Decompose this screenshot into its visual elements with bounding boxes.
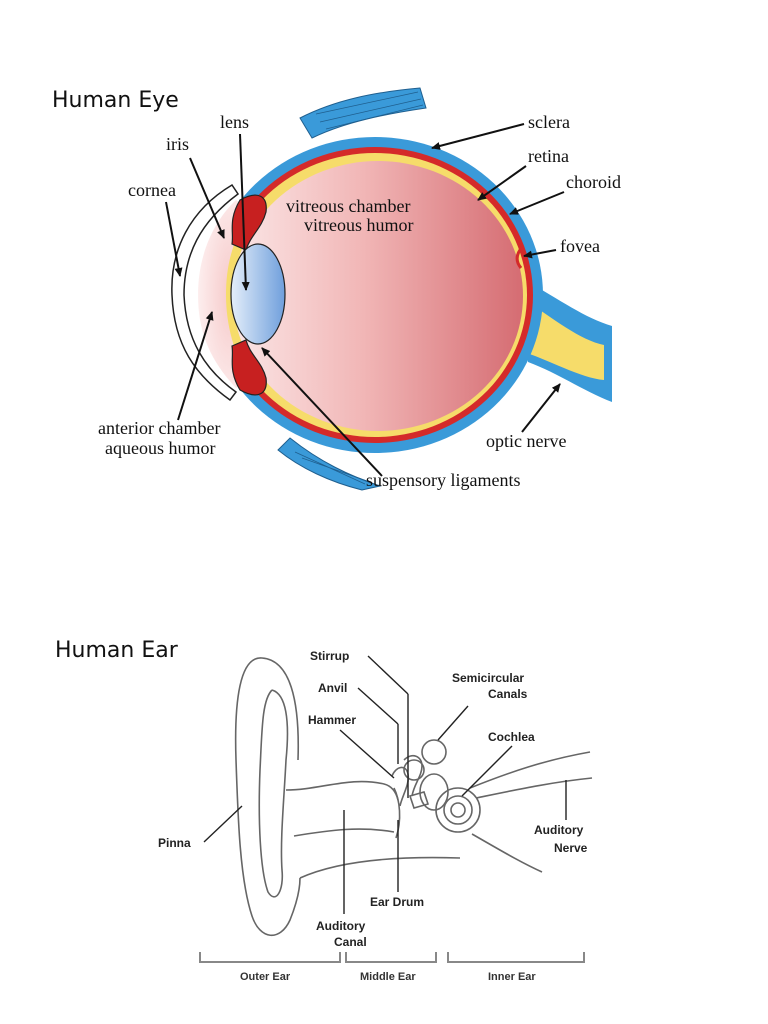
label-iris: iris (166, 134, 189, 154)
lens (230, 243, 286, 345)
label-anterior-chamber: anterior chamber (98, 418, 220, 438)
label-cornea: cornea (128, 180, 176, 200)
label-middle-ear: Middle Ear (360, 971, 416, 983)
label-sclera: sclera (528, 112, 570, 132)
auditory-nerve-fibers-mid (475, 777, 593, 799)
label-vitreous-chamber: vitreous chamber (286, 196, 410, 216)
label-canals: Canals (488, 687, 528, 701)
auditory-nerve-fibers-low (471, 833, 543, 873)
leader-stirrup (367, 655, 409, 695)
arrow-optic-nerve (521, 383, 561, 433)
label-auditory-canal-1: Auditory (316, 919, 366, 933)
label-auditory-nerve-1: Auditory (534, 823, 584, 837)
pinna-inner-fold (258, 689, 289, 898)
auditory-nerve-fibers-top (469, 751, 591, 789)
arrow-cornea (165, 201, 183, 277)
leader-hammer (339, 729, 395, 779)
eye-diagram: lens iris cornea sclera retina choroid v… (98, 87, 621, 491)
region-brackets (199, 952, 585, 963)
label-cochlea: Cochlea (488, 730, 535, 744)
label-vitreous-humor: vitreous humor (304, 215, 414, 235)
arrow-retina (477, 165, 527, 201)
eye-muscle-bottom (277, 437, 382, 491)
ear-drum-shape (393, 787, 401, 839)
arrow-anterior-chamber (177, 311, 214, 421)
anterior-chamber (198, 200, 252, 388)
label-suspensory-ligaments: suspensory ligaments (366, 470, 521, 490)
leader-anvil (357, 687, 399, 725)
arrow-iris (189, 157, 225, 239)
pinna-outline (234, 657, 301, 937)
label-ear-drum: Ear Drum (370, 895, 424, 909)
eye-section-title: Human Eye (52, 88, 179, 113)
arrow-sclera (431, 123, 525, 150)
label-fovea: fovea (560, 236, 600, 256)
canal-lower-curve (299, 856, 461, 879)
canal-lower-wall (293, 828, 395, 837)
label-stirrup: Stirrup (310, 649, 349, 663)
label-retina: retina (528, 146, 569, 166)
semicircular-canal-a (421, 739, 447, 765)
anvil-bone (403, 754, 423, 797)
bracket-middle-ear (345, 952, 437, 963)
label-anvil: Anvil (318, 681, 347, 695)
label-inner-ear: Inner Ear (488, 971, 536, 983)
label-optic-nerve: optic nerve (486, 431, 566, 451)
semicircular-canal-b (403, 759, 425, 781)
leader-pinna (203, 805, 243, 843)
label-choroid: choroid (566, 172, 621, 192)
label-lens: lens (220, 112, 249, 132)
label-pinna: Pinna (158, 836, 191, 850)
vitreous-chamber (233, 161, 523, 431)
label-outer-ear: Outer Ear (240, 971, 291, 983)
arrow-fovea (523, 249, 557, 259)
arrow-lens (239, 133, 250, 291)
eye-muscle-top (299, 87, 427, 139)
label-semicircular: Semicircular (452, 671, 524, 685)
iris-lower (231, 339, 267, 396)
ear-section-title: Human Ear (55, 638, 178, 663)
label-auditory-canal-2: Canal (334, 935, 367, 949)
bracket-outer-ear (199, 952, 341, 963)
fovea-dip (515, 249, 523, 269)
label-aqueous-humor: aqueous humor (105, 438, 215, 458)
ear-diagram (199, 655, 593, 963)
ear-labels: Stirrup Anvil Hammer Semicircular Canals… (158, 649, 588, 983)
bracket-inner-ear (447, 952, 585, 963)
vestibule (419, 773, 449, 811)
canal-upper-wall (285, 780, 399, 801)
arrow-suspensory-ligaments (261, 347, 383, 477)
cochlea-spiral (435, 787, 481, 833)
iris-upper (231, 194, 267, 251)
label-auditory-nerve-2: Nerve (554, 841, 588, 855)
hammer-bone (391, 766, 410, 807)
arrow-choroid (509, 191, 565, 215)
label-hammer: Hammer (308, 713, 356, 727)
leader-cochlea (461, 745, 513, 797)
leader-semicircular (437, 705, 469, 741)
